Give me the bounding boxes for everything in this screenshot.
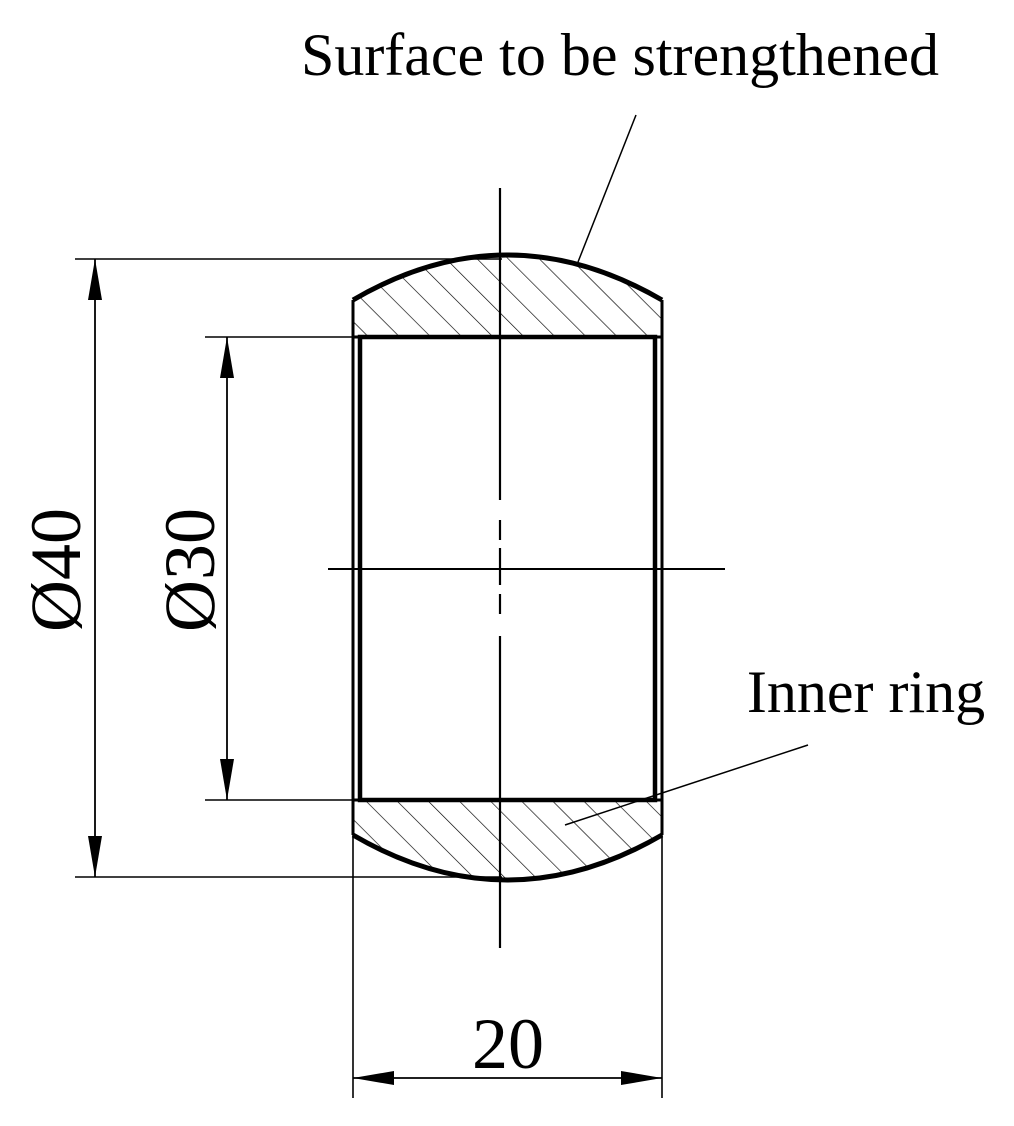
leader-line-surface xyxy=(577,114,637,263)
width-label: 20 xyxy=(472,1004,544,1084)
hatched-section-bottom xyxy=(353,800,662,880)
dimension-line-outer-diameter xyxy=(88,259,102,877)
outer-surface-top-arc xyxy=(351,252,664,303)
dimension-line-width xyxy=(353,1071,662,1085)
outer-diameter-label: Ø40 xyxy=(16,508,96,632)
outer-surface-bottom-arc xyxy=(351,832,664,883)
leader-line-inner-ring xyxy=(564,744,809,826)
inner-diameter-label: Ø30 xyxy=(150,508,230,632)
surface-label: Surface to be strengthened xyxy=(301,22,939,88)
extension-lines xyxy=(75,258,663,1098)
inner-ring-label: Inner ring xyxy=(747,659,985,725)
dimension-line-inner-diameter xyxy=(220,337,234,800)
